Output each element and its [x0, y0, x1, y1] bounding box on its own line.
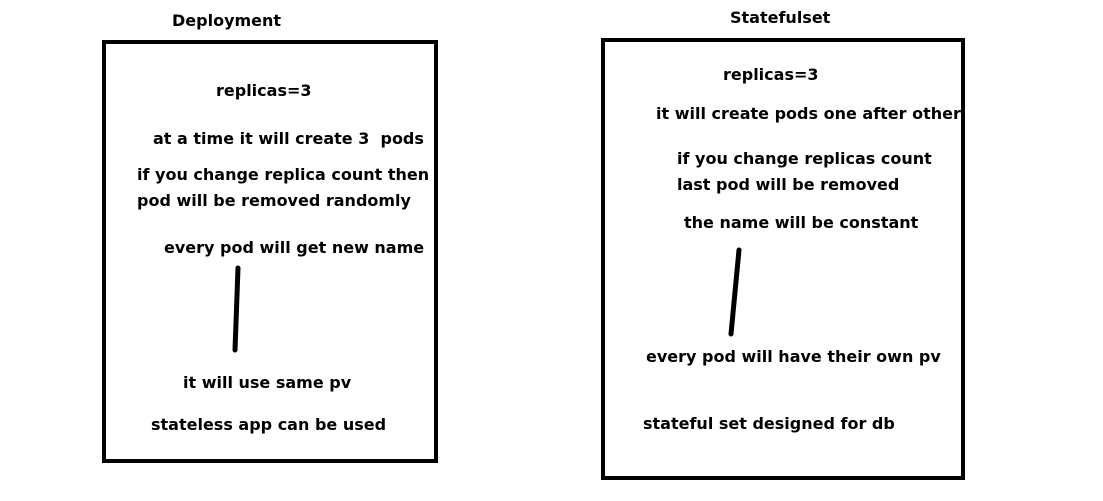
statefulset-note-change-count-1: if you change replicas count: [677, 149, 932, 168]
statefulset-note-designed-for-db: stateful set designed for db: [643, 414, 895, 433]
statefulset-note-one-after-other: it will create pods one after other: [656, 104, 961, 123]
deployment-note-replicas: replicas=3: [216, 81, 312, 100]
statefulset-note-name-constant: the name will be constant: [684, 213, 919, 232]
deployment-note-stateless: stateless app can be used: [151, 415, 387, 434]
deployment-box: [102, 40, 438, 463]
statefulset-note-own-pv: every pod will have their own pv: [646, 347, 941, 366]
deployment-note-new-name: every pod will get new name: [164, 238, 425, 257]
deployment-note-create-pods: at a time it will create 3 pods: [153, 129, 424, 148]
statefulset-box: [601, 38, 965, 480]
statefulset-connector-stroke: [728, 247, 742, 337]
statefulset-note-change-count-2: last pod will be removed: [677, 175, 900, 194]
deployment-connector-stroke: [232, 265, 241, 353]
deployment-note-change-count-1: if you change replica count then: [137, 165, 430, 184]
deployment-note-change-count-2: pod will be removed randomly: [137, 191, 411, 210]
statefulset-note-replicas: replicas=3: [723, 65, 819, 84]
statefulset-title: Statefulset: [730, 8, 831, 27]
deployment-note-same-pv: it will use same pv: [183, 373, 352, 392]
deployment-title: Deployment: [172, 11, 282, 30]
